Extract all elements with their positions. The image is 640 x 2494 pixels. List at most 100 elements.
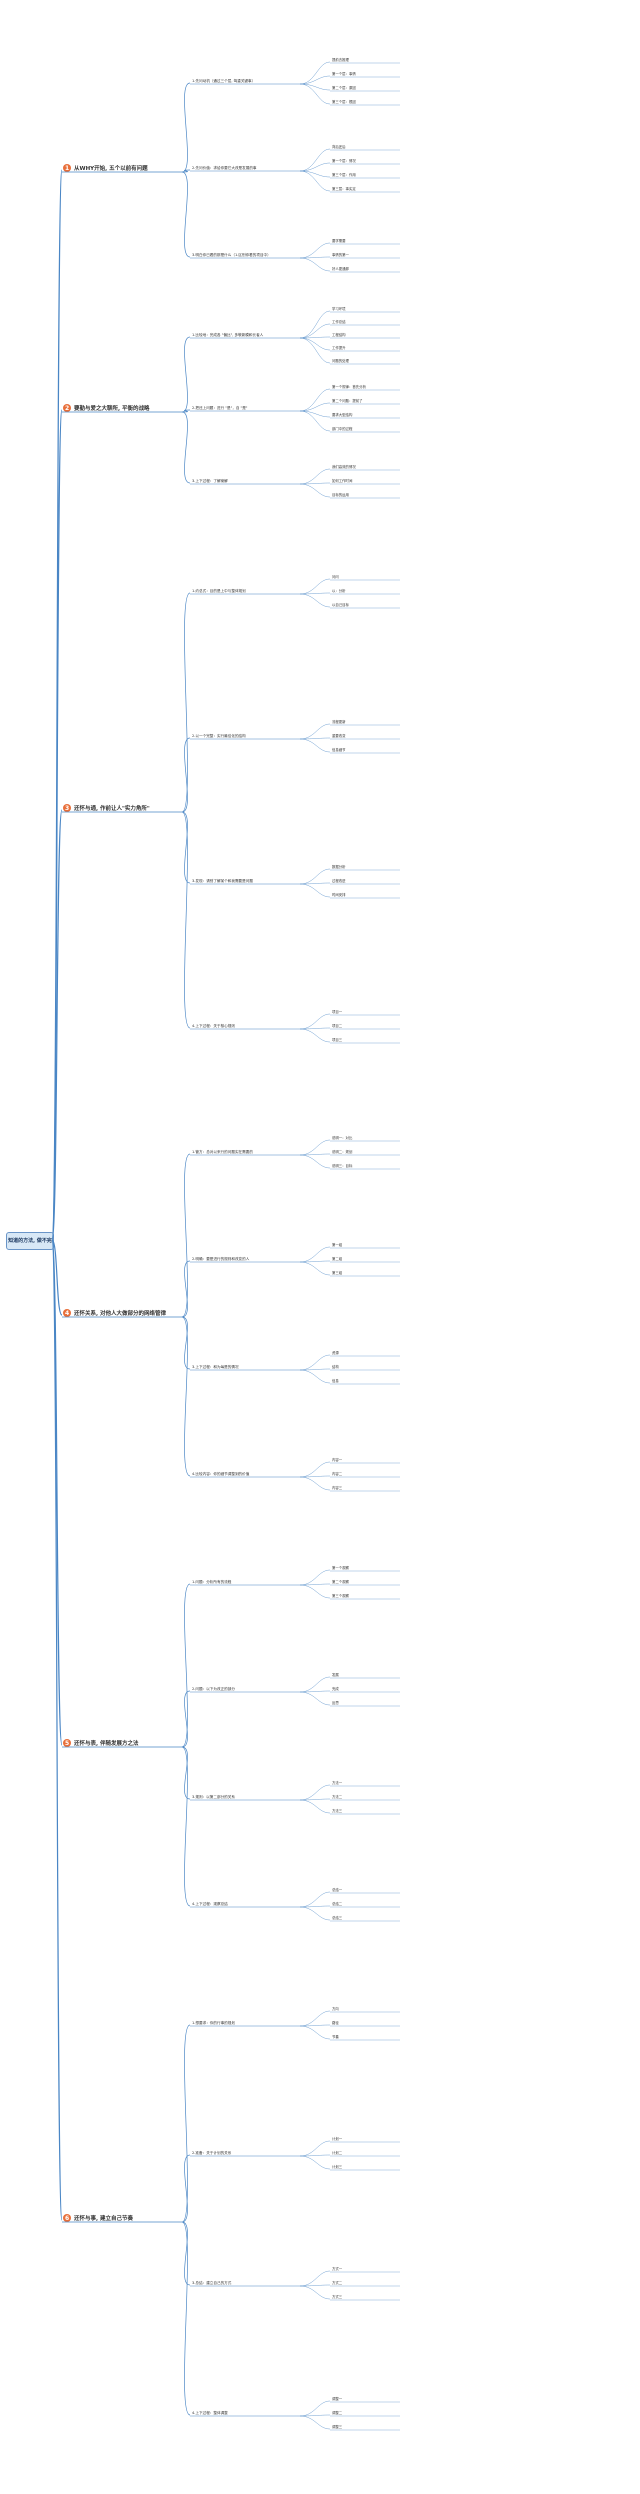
leaf-label: 要求大型结构 <box>332 412 353 417</box>
sub-connector <box>181 811 191 884</box>
leaf-label: 总结三 <box>332 1915 343 1920</box>
leaf-connector <box>299 2010 331 2027</box>
leaf-connector <box>299 337 331 364</box>
sub-branch-label: 4.上下过程：整体调整 <box>192 2410 228 2415</box>
leaf-connector <box>299 1246 331 1263</box>
section-connector <box>51 1239 63 1316</box>
leaf-connector <box>299 256 331 259</box>
sub-branch-label: 1.约总式：目的是上中与整体规划 <box>192 588 246 593</box>
leaf-label: 好人更通那 <box>332 266 350 271</box>
leaf-connector <box>299 1583 331 1586</box>
leaf-connector <box>299 1027 331 1030</box>
leaf-label: 资源 <box>332 1350 339 1355</box>
section-number-badge <box>63 2214 71 2222</box>
section-number: 1 <box>65 165 69 172</box>
leaf-connector <box>299 738 331 753</box>
leaf-connector <box>299 83 331 105</box>
section-number: 2 <box>65 405 69 412</box>
leaf-connector <box>299 1475 331 1478</box>
leaf-label: 说明三：目标 <box>332 1163 353 1168</box>
leaf-connector <box>299 242 331 259</box>
sub-branch-label: 3.明白你已看的那是什么（1.区别你看的项目中） <box>192 252 271 257</box>
sub-connector <box>181 411 191 484</box>
leaf-connector <box>299 2400 331 2417</box>
section-number: 6 <box>65 2215 69 2222</box>
section-number-badge <box>63 1309 71 1317</box>
sub-branch-label: 2.以一个完整：实行最佳化的结构 <box>192 733 246 738</box>
leaf-label: 方式一 <box>332 2266 343 2271</box>
leaf-label: 方法二 <box>332 1794 343 1799</box>
leaf-label: 说明二：规划 <box>332 1149 353 1154</box>
leaf-connector <box>299 482 331 485</box>
leaf-label: 反思 <box>332 1700 339 1705</box>
leaf-label: 我们高效的情况 <box>332 464 356 469</box>
leaf-label: 第一个层：事情 <box>332 71 356 76</box>
sub-connector <box>181 169 191 173</box>
leaf-connector <box>299 468 331 485</box>
leaf-connector <box>299 737 331 740</box>
leaf-label: 第二组 <box>332 1256 343 1261</box>
leaf-connector <box>299 1261 331 1276</box>
section-connector <box>51 409 63 1241</box>
leaf-connector <box>299 162 331 172</box>
leaf-label: 计划一 <box>332 2136 343 2141</box>
leaf-connector <box>299 410 331 418</box>
leaf-label: 方法一 <box>332 1780 343 1785</box>
leaf-label: 重要改变 <box>332 733 346 738</box>
leaf-label: 内容一 <box>332 1457 343 1462</box>
leaf-connector <box>299 868 331 885</box>
leaf-connector <box>299 2025 331 2040</box>
leaf-label: 时间安排 <box>332 892 346 897</box>
leaf-connector <box>299 592 331 595</box>
sub-connector <box>181 1316 191 1370</box>
section-title: 要勤与爱之大聊所, 平衡的战略 <box>74 404 150 412</box>
sub-connector <box>181 811 191 1029</box>
sub-branch-label: 3.总结：建立自己的方式 <box>192 2280 232 2285</box>
leaf-label: 第一组 <box>332 1242 343 1247</box>
leaf-label: 第二个层：原因 <box>332 85 356 90</box>
leaf-connector <box>299 1368 331 1371</box>
leaf-connector <box>299 593 331 608</box>
section-number-badge <box>63 164 71 172</box>
leaf-connector <box>299 1691 331 1706</box>
section-title: 还怀关系, 对他人大做部分的网络管律 <box>73 1309 167 1317</box>
leaf-connector <box>299 410 331 432</box>
leaf-connector <box>299 1690 331 1693</box>
leaf-connector <box>299 336 331 339</box>
leaf-connector <box>299 2270 331 2287</box>
leaf-label: 方式三 <box>332 2294 343 2299</box>
leaf-connector <box>299 2154 331 2157</box>
leaf-connector <box>299 723 331 740</box>
leaf-label: 第二个观察 <box>332 1579 350 1584</box>
leaf-connector <box>299 1354 331 1371</box>
section-title: 还怀与通, 作前让人"实力角所" <box>73 804 150 812</box>
leaf-label: 内容三 <box>332 1485 343 1490</box>
sub-connector <box>181 1153 191 1318</box>
leaf-connector <box>299 1013 331 1030</box>
leaf-label: 计划二 <box>332 2150 343 2155</box>
leaf-connector <box>299 75 331 85</box>
leaf-label: 内容二 <box>332 1471 343 1476</box>
leaf-label: 项目三 <box>332 1038 343 1042</box>
section-number-badge <box>63 404 71 412</box>
leaf-label: 说明一：对比 <box>332 1135 353 1140</box>
leaf-label: 提前去推理 <box>332 57 350 62</box>
sub-connector <box>181 2154 191 2223</box>
section-number: 4 <box>65 1310 69 1317</box>
leaf-connector <box>299 1584 331 1599</box>
leaf-connector <box>299 2285 331 2300</box>
leaf-connector <box>299 1153 331 1156</box>
leaf-label: 目标的运用 <box>332 492 349 497</box>
leaf-connector <box>299 310 331 339</box>
leaf-label: 第一个观察 <box>332 1565 350 1570</box>
sub-branch-label: 2.把还上问题：进行 "是"，自 "是" <box>192 405 248 410</box>
leaf-label: 第三个观察 <box>332 1593 350 1598</box>
leaf-connector <box>299 1906 331 1921</box>
section-connector <box>51 1239 63 1746</box>
leaf-label: 以自己目标 <box>332 602 350 607</box>
sub-branch-label: 1.比较地：完成各 "偏比", 多敬新模和长者人 <box>192 332 264 337</box>
sub-branch-label: 1.管方：总对以来行的问题实在需要的 <box>192 1149 253 1154</box>
section-number: 5 <box>65 1740 69 1747</box>
leaf-label: 第三个层：根因 <box>332 99 356 104</box>
leaf-label: 路径 <box>332 2020 339 2025</box>
